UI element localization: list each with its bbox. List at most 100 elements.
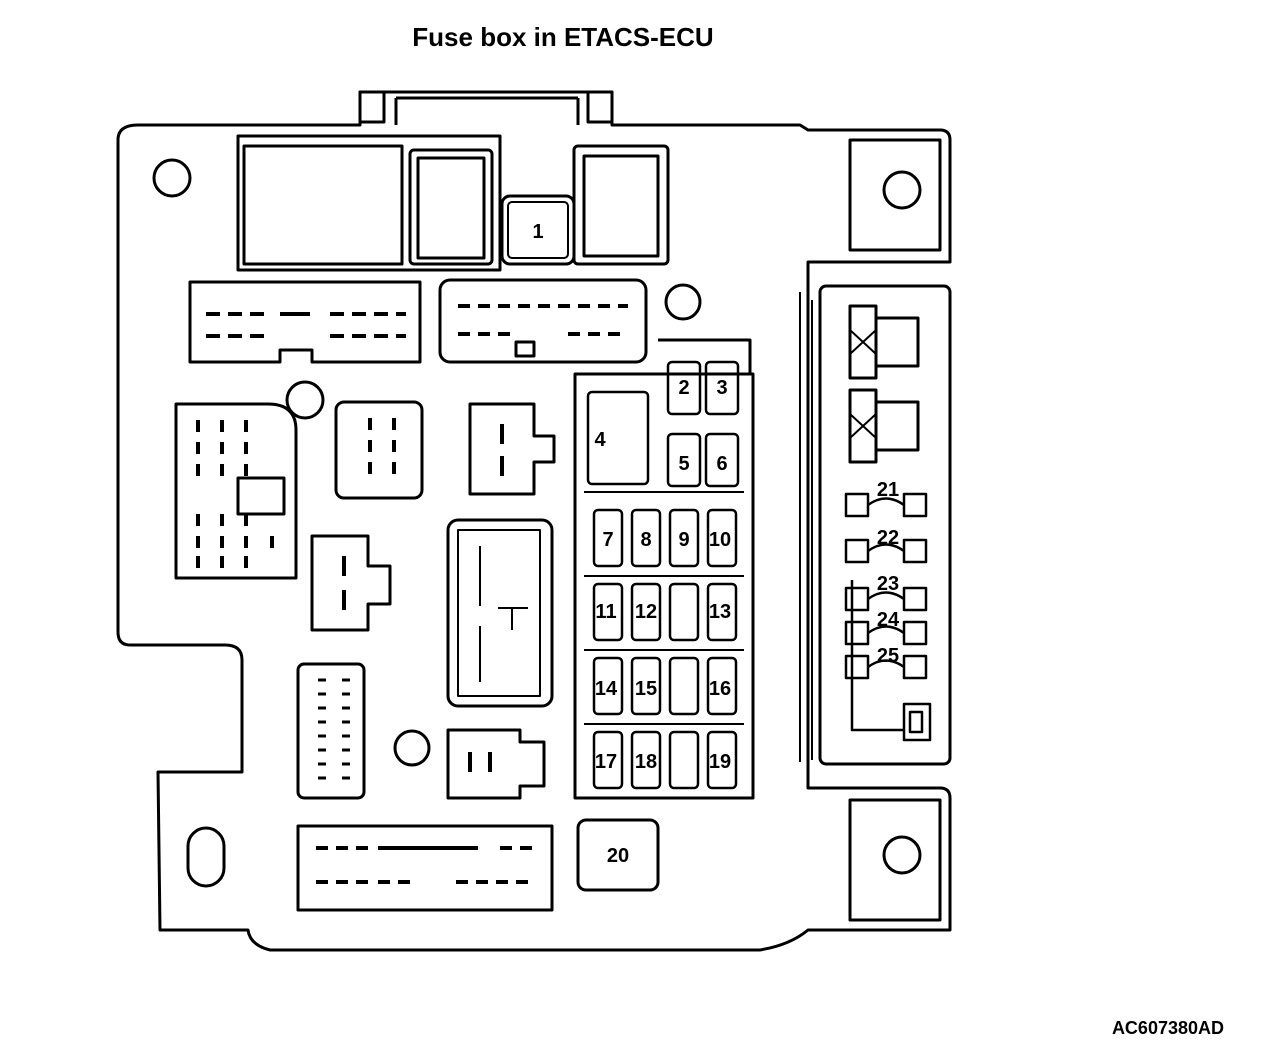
fuse-slot-18 — [630, 730, 662, 790]
connector-bottom-pins — [316, 846, 532, 884]
connector-lower-left-small — [310, 534, 392, 632]
diagram-title: Fuse box in ETACS-ECU — [412, 22, 714, 52]
fuse-label-18: 18 — [635, 751, 657, 773]
mount-hole-bottom-right — [882, 835, 922, 875]
locating-hole-3 — [393, 729, 431, 767]
fuse-slot-14 — [592, 656, 624, 716]
fuse-label-15: 15 — [635, 678, 657, 700]
relay-cavity-mid-inner — [416, 156, 486, 260]
connector-lower-small-pins — [468, 752, 492, 772]
fuse-slot-2 — [666, 360, 702, 416]
fuse-slot-3 — [704, 360, 740, 416]
top-rail — [394, 96, 580, 125]
figure-id: AC607380AD — [1111, 1018, 1224, 1038]
connector-top-left — [188, 280, 422, 364]
fuse-slot-10 — [706, 508, 738, 568]
relay-cavity-right-inner — [582, 154, 660, 258]
fuse-block-top-extension — [658, 338, 752, 374]
fuse-slot-9 — [668, 508, 700, 568]
right-module — [818, 284, 952, 766]
fuse-slot-empty-a — [668, 582, 700, 642]
fuse-slot-1-inner — [507, 201, 569, 259]
fuse-slot-empty-c — [668, 730, 700, 790]
fuse-label-3: 3 — [716, 377, 727, 399]
fuse-slot-17 — [592, 730, 624, 790]
locating-hole-1 — [664, 283, 702, 321]
fuse-label-1: 1 — [532, 221, 543, 243]
fuse-slot-1 — [500, 194, 576, 266]
fuse-slot-5 — [666, 432, 702, 488]
fuse-block-dividers — [584, 491, 744, 725]
fuse-label-2: 2 — [678, 377, 689, 399]
fuse-slot-11 — [592, 582, 624, 642]
connector-left-large-pins — [196, 420, 274, 568]
mount-ear-top-right — [848, 138, 942, 252]
fuse-label-6: 6 — [716, 453, 727, 475]
fuse-label-21: 21 — [877, 479, 899, 501]
fuse-label-19: 19 — [709, 751, 731, 773]
fuse-label-8: 8 — [640, 529, 651, 551]
fuse-slots — [586, 360, 740, 790]
connector-mid-small — [468, 402, 556, 496]
mount-hole-top-left — [152, 158, 192, 198]
connector-lower-vertical — [296, 662, 366, 800]
relay-socket-bottom — [848, 388, 920, 464]
fuse-slot-20 — [576, 818, 660, 892]
fuse-label-12: 12 — [635, 601, 657, 623]
mount-hole-top-right — [882, 170, 922, 210]
fuse-label-24: 24 — [877, 609, 900, 631]
connector-center-large-inner — [457, 529, 541, 697]
fuse-slot-4 — [586, 390, 650, 486]
right-module-rails — [799, 292, 813, 762]
fuse-slot-16 — [706, 656, 738, 716]
mount-ear-bottom-right — [848, 798, 942, 922]
fuse-label-10: 10 — [709, 529, 731, 551]
relay-cavity-left — [242, 144, 404, 266]
fuse-slot-8 — [630, 508, 662, 568]
connector-left-large — [174, 402, 298, 580]
mount-slot-bottom-left — [186, 826, 226, 888]
fuse-slot-15 — [630, 656, 662, 716]
fuse-label-7: 7 — [602, 529, 613, 551]
fuse-label-23: 23 — [877, 573, 899, 595]
fuse-label-20: 20 — [607, 845, 629, 867]
connector-center-large — [446, 518, 554, 708]
connector-top-mid-pins — [458, 304, 628, 336]
fuse-slot-7 — [592, 508, 624, 568]
connector-lower-vertical-pins — [318, 678, 350, 780]
top-latch-left — [358, 90, 386, 124]
fuse-label-11: 11 — [595, 601, 616, 623]
housing-outline — [116, 90, 952, 952]
fuse-label-14: 14 — [595, 678, 618, 700]
fuse-block — [573, 372, 755, 800]
locating-hole-2 — [285, 380, 325, 420]
connector-left-large-latch — [236, 476, 286, 516]
connector-top-left-pins — [206, 312, 406, 338]
relay-socket-top — [848, 304, 920, 380]
relay-cavity-right — [572, 144, 670, 266]
fuse-slot-12 — [630, 582, 662, 642]
connector-top-mid — [438, 278, 648, 364]
fuse-label-22: 22 — [877, 527, 899, 549]
relay-cavity-mid — [408, 148, 494, 266]
fuse-label-16: 16 — [709, 678, 731, 700]
fuse-label-17: 17 — [595, 751, 617, 773]
connector-lower-small — [446, 728, 546, 800]
fusible-link-terminals — [844, 492, 932, 742]
fuse-label-5: 5 — [678, 453, 689, 475]
connector-mid-left-pins — [368, 418, 396, 474]
fuse-slot-6 — [704, 432, 740, 488]
connector-bottom — [296, 824, 554, 912]
fuse-slot-19 — [706, 730, 738, 790]
fuse-label-25: 25 — [877, 645, 899, 667]
fuse-label-9: 9 — [678, 529, 689, 551]
connector-mid-left — [334, 400, 424, 500]
fuse-label-13: 13 — [709, 601, 731, 623]
top-relay-bay — [236, 134, 502, 272]
fuse-label-4: 4 — [594, 429, 606, 451]
connector-top-mid-key — [514, 340, 536, 358]
fuse-slot-13 — [706, 582, 738, 642]
top-latch-right — [586, 90, 614, 124]
fuse-slot-empty-b — [668, 656, 700, 716]
